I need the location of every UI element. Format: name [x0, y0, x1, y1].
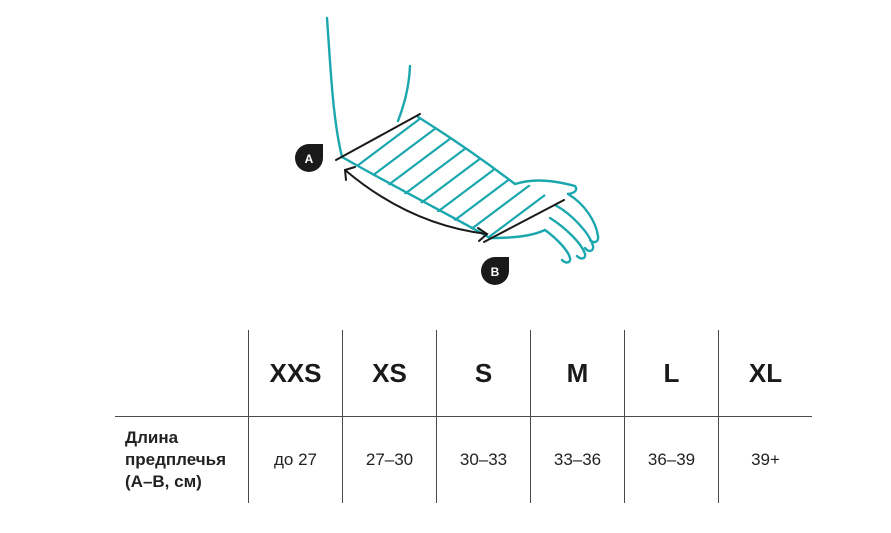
- size-header-xs: XS: [342, 330, 437, 417]
- forearm-measurement-diagram: A B: [295, 16, 600, 285]
- size-header-row: XXS XS S M L XL: [115, 330, 812, 417]
- value-xxs: до 27: [248, 416, 343, 503]
- size-header-m: M: [530, 330, 625, 417]
- point-b-marker-icon: B: [481, 257, 509, 285]
- value-xs: 27–30: [342, 416, 437, 503]
- measurement-line-a: [335, 113, 421, 161]
- size-chart-table: XXS XS S M L XL Длина предплечья (А–В, с…: [115, 330, 812, 503]
- value-l: 36–39: [624, 416, 719, 503]
- point-a-marker-icon: A: [295, 144, 323, 172]
- size-header-l: L: [624, 330, 719, 417]
- arm-outline-icon: [325, 16, 600, 264]
- size-header-xxs: XXS: [248, 330, 343, 417]
- forearm-length-row: Длина предплечья (А–В, см) до 27 27–30 3…: [115, 416, 812, 503]
- row-label-forearm-length: Длина предплечья (А–В, см): [125, 428, 227, 491]
- marker-b-label: B: [491, 265, 500, 279]
- value-xl: 39+: [718, 416, 812, 503]
- marker-a-label: A: [305, 152, 314, 166]
- measurement-line-b: [483, 199, 565, 243]
- size-header-xl: XL: [718, 330, 812, 417]
- size-header-s: S: [436, 330, 531, 417]
- value-m: 33–36: [530, 416, 625, 503]
- value-s: 30–33: [436, 416, 531, 503]
- header-empty-cell: [115, 330, 249, 417]
- double-arrow-icon: [344, 169, 488, 235]
